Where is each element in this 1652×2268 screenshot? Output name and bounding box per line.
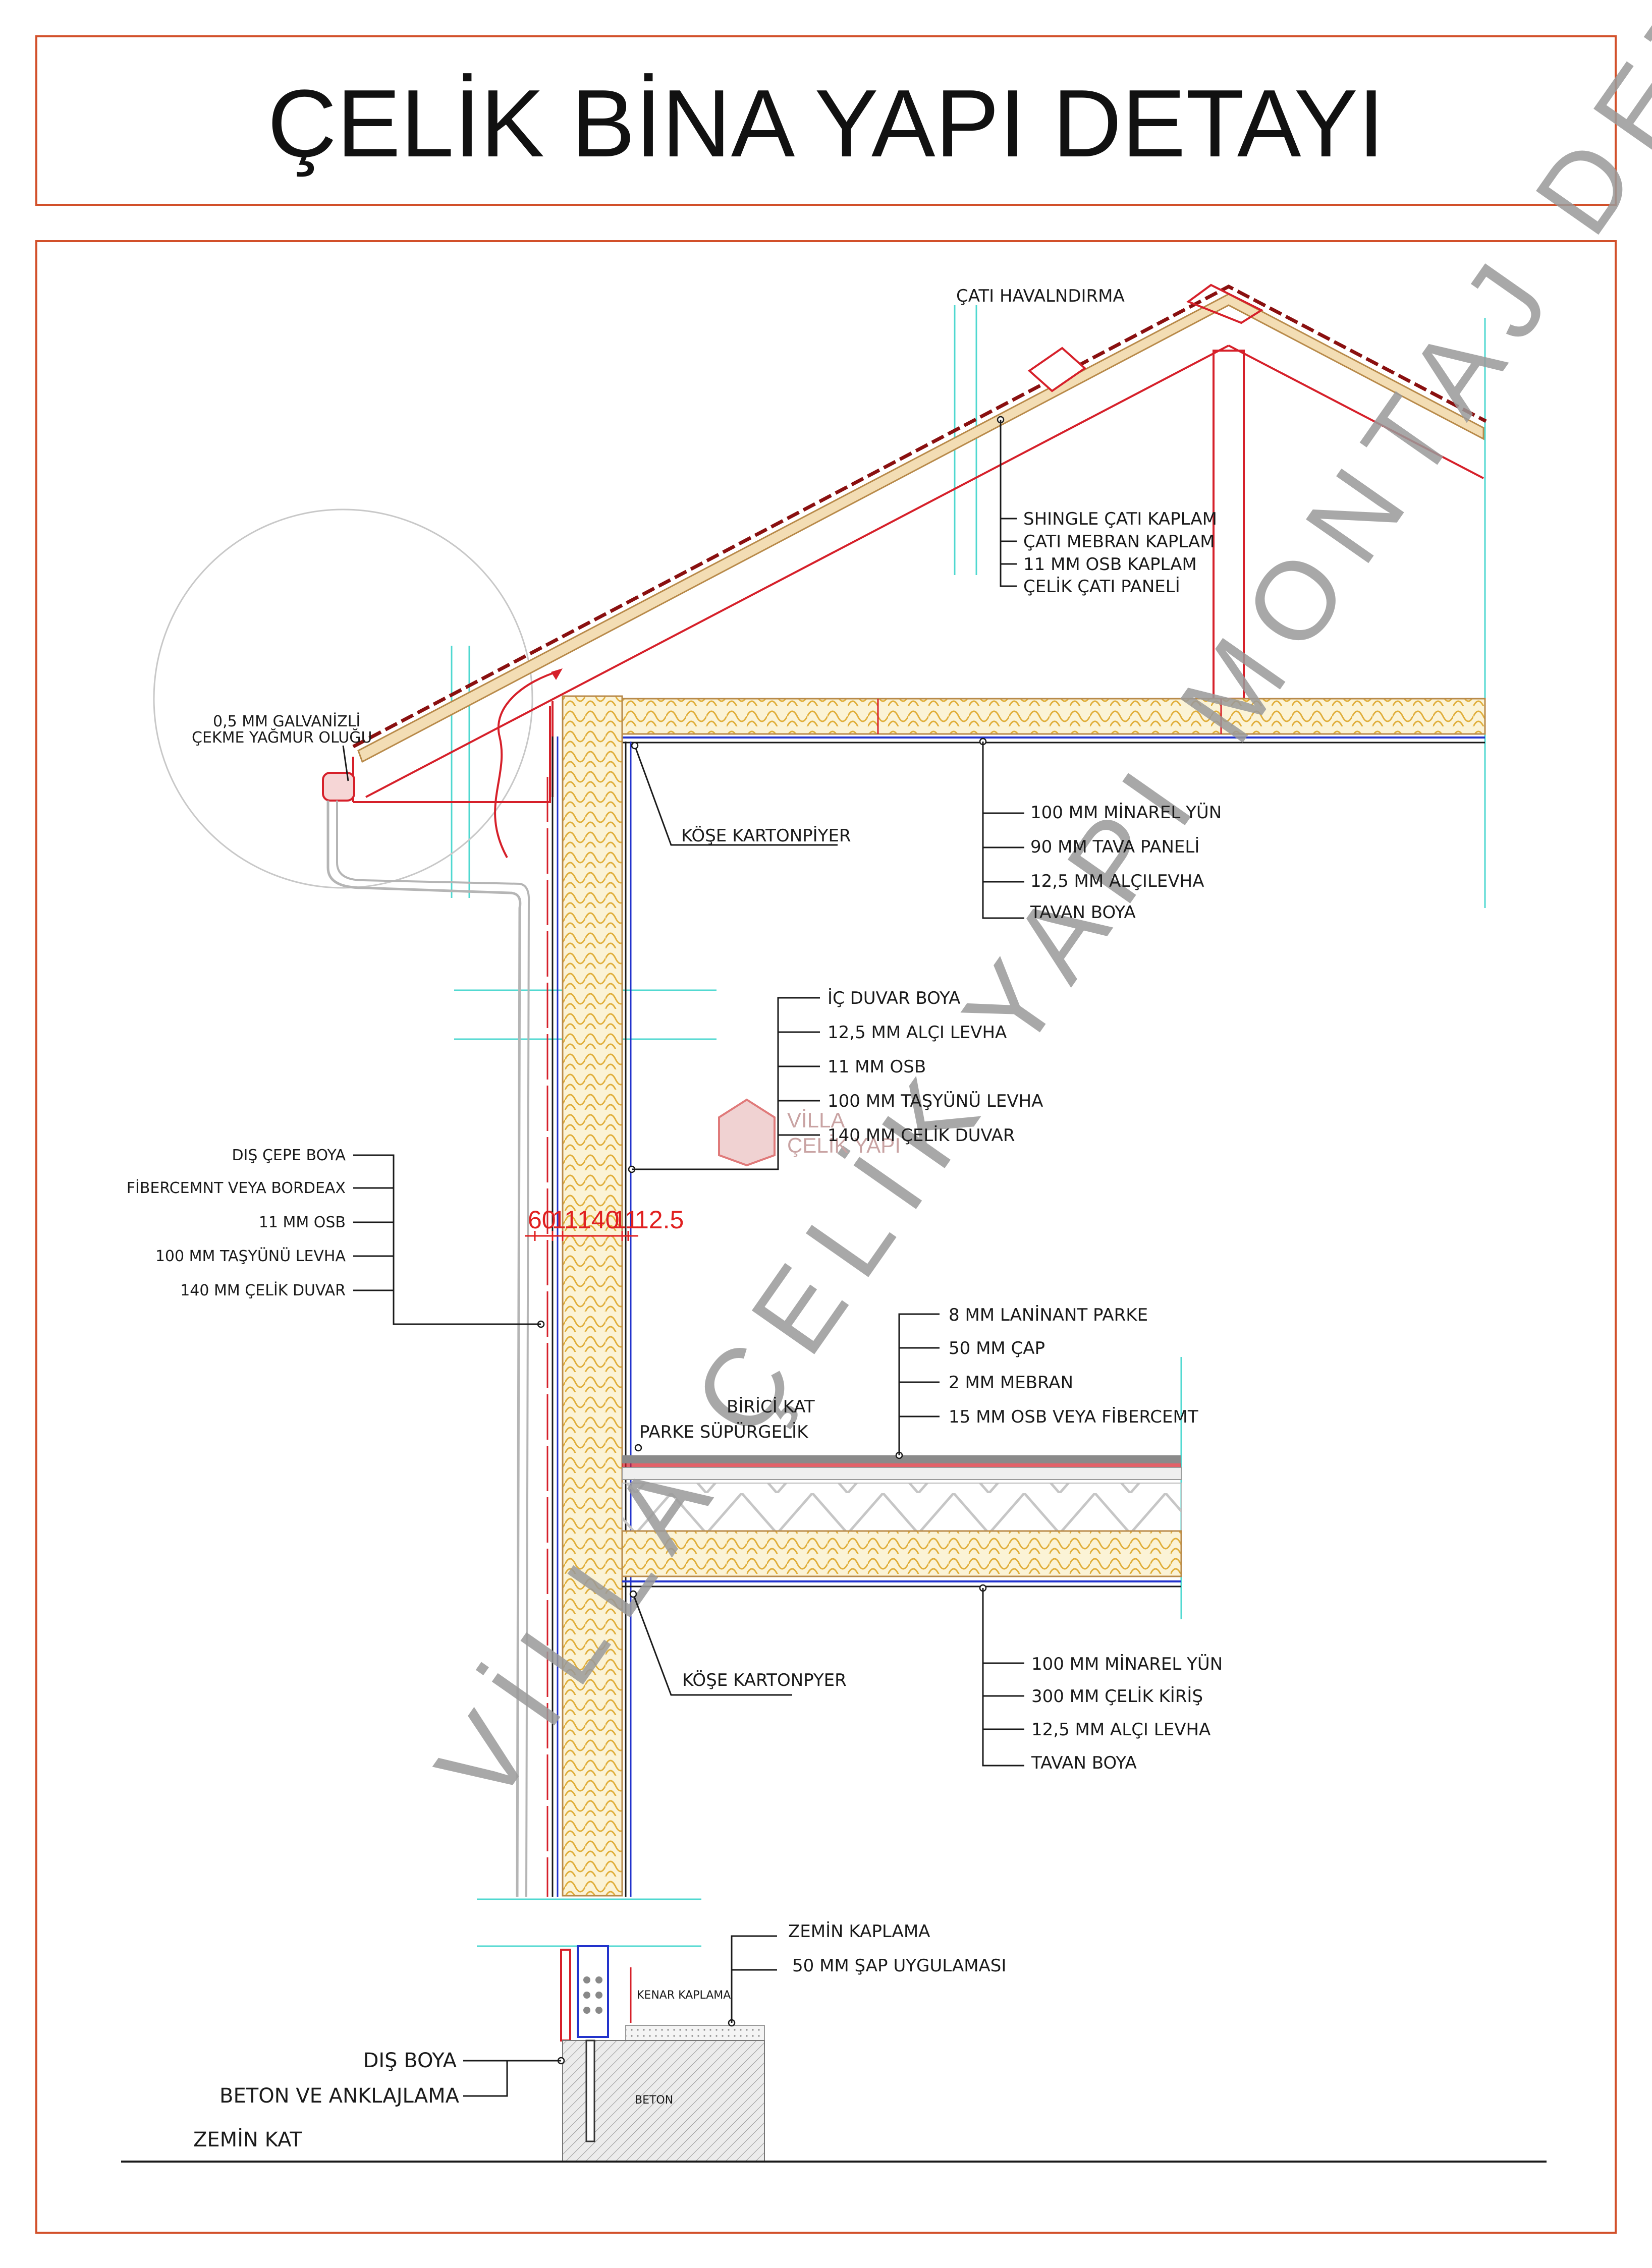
ext-paint-leader bbox=[463, 2057, 565, 2097]
roof-layer-4: ÇELİK ÇATI PANELİ bbox=[1023, 577, 1180, 597]
floor-leader bbox=[895, 1313, 940, 1459]
ceiling-top-leader bbox=[979, 738, 1024, 919]
ceiling-top-layer-3: 12,5 MM ALÇILEVHA bbox=[1030, 871, 1204, 891]
ventilation-arrow bbox=[494, 670, 561, 858]
ceiling-mid-layer-3: 12,5 MM ALÇI LEVHA bbox=[1031, 1720, 1210, 1740]
ceiling-top-corner-label: KÖŞE KARTONPİYER bbox=[681, 825, 851, 846]
gutter-leader bbox=[342, 745, 349, 781]
floor-layer-3: 2 MM MEBRAN bbox=[949, 1373, 1073, 1393]
ceiling-top-layer-1: 100 MM MİNAREL YÜN bbox=[1030, 802, 1222, 823]
foundation-layer-2: 50 MM ŞAP UYGULAMASI bbox=[792, 1956, 1006, 1976]
roof-layer-2: ÇATI MEBRAN KAPLAM bbox=[1023, 532, 1215, 552]
ceiling-top-layer-4: TAVAN BOYA bbox=[1030, 902, 1136, 923]
ceiling-mid-layer-1: 100 MM MİNAREL YÜN bbox=[1031, 1654, 1223, 1674]
title-frame bbox=[35, 35, 1617, 206]
ext-paint-label: DIŞ BOYA bbox=[363, 2049, 457, 2072]
ceiling-top-layer-2: 90 MM TAVA PANELİ bbox=[1030, 837, 1199, 857]
inner-wall-leader bbox=[628, 997, 820, 1173]
foundation-leader bbox=[728, 1935, 777, 2027]
outer-wall-layer-1: DIŞ ÇEPE BOYA bbox=[232, 1147, 346, 1164]
outer-wall-layer-2: FİBERCEMNT VEYA BORDEAX bbox=[127, 1179, 346, 1197]
gutter bbox=[322, 772, 530, 1897]
outer-wall-layer-3: 11 MM OSB bbox=[259, 1214, 346, 1231]
outer-wall-layer-5: 140 MM ÇELİK DUVAR bbox=[180, 1281, 346, 1299]
floor-slab bbox=[621, 1455, 1182, 1587]
foundation-layer-1: ZEMİN KAPLAMA bbox=[788, 1921, 930, 1942]
inner-wall-layer-1: İÇ DUVAR BOYA bbox=[828, 988, 960, 1008]
inner-wall-layer-4: 100 MM TAŞYÜNÜ LEVHA bbox=[828, 1091, 1043, 1111]
ventilation-arrowhead bbox=[551, 668, 563, 680]
roof-assembly bbox=[352, 284, 1487, 803]
ceiling-top-corner-leader bbox=[634, 745, 838, 846]
roof-layer-3: 11 MM OSB KAPLAM bbox=[1023, 554, 1197, 575]
company-logo: VİLLA ÇELİK YAPI bbox=[718, 1098, 901, 1167]
foundation bbox=[560, 1945, 765, 2162]
dim-60: 60 bbox=[528, 1206, 556, 1234]
edge-cladding-label: KENAR KAPLAMA bbox=[637, 1989, 731, 2002]
concrete-label: BETON bbox=[635, 2094, 673, 2107]
dim-11-left: 11 bbox=[552, 1206, 578, 1234]
ceiling-mid-corner-leader bbox=[632, 1594, 792, 1696]
inner-wall-layer-2: 12,5 MM ALÇI LEVHA bbox=[828, 1023, 1007, 1043]
inner-wall-layer-5: 140 MM ÇELİK DUVAR bbox=[828, 1125, 1015, 1146]
logo-line2: ÇELİK YAPI bbox=[787, 1133, 901, 1157]
wall-dimensions bbox=[525, 1231, 638, 1241]
logo-emblem-icon bbox=[718, 1098, 776, 1167]
detail-circle bbox=[153, 508, 533, 889]
ceiling-mid-layer-4: TAVAN BOYA bbox=[1031, 1753, 1137, 1773]
floor-skirting-label: PARKE SÜPÜRGELİK bbox=[639, 1422, 809, 1442]
logo-line1: VİLLA bbox=[787, 1108, 845, 1132]
drawing-frame bbox=[35, 240, 1617, 2234]
roof-leader bbox=[997, 416, 1017, 587]
outer-wall-layer-4: 100 MM TAŞYÜNÜ LEVHA bbox=[155, 1247, 346, 1265]
gutter-label-line1: 0,5 MM GALVANİZLİ bbox=[213, 712, 360, 730]
floor-level-label: BİRİCİ KAT bbox=[727, 1397, 815, 1417]
ceiling-mid-layer-2: 300 MM ÇELİK KİRİŞ bbox=[1031, 1686, 1203, 1707]
ceiling-top-slab bbox=[617, 698, 1486, 744]
wall-section bbox=[546, 695, 632, 1897]
ground-floor-label: ZEMİN KAT bbox=[193, 2127, 302, 2151]
anchor-label: BETON VE ANKLAJLAMA bbox=[219, 2084, 460, 2108]
floor-layer-2: 50 MM ÇAP bbox=[949, 1338, 1045, 1358]
floor-layer-1: 8 MM LANİNANT PARKE bbox=[949, 1305, 1148, 1325]
ceiling-mid-leader bbox=[979, 1584, 1024, 1767]
roof-layer-1: SHINGLE ÇATI KAPLAM bbox=[1023, 509, 1217, 529]
page-title: ÇELİK BİNA YAPI DETAYI bbox=[267, 70, 1385, 177]
dim-12-5: 12.5 bbox=[635, 1206, 684, 1234]
dim-140: 140 bbox=[577, 1206, 619, 1234]
inner-wall-layer-3: 11 MM OSB bbox=[828, 1057, 926, 1077]
outer-wall-leader bbox=[353, 1154, 545, 1328]
gutter-label-line2: ÇEKME YAĞMUR OLUĞU bbox=[192, 728, 372, 747]
ceiling-mid-corner-label: KÖŞE KARTONPYER bbox=[682, 1670, 847, 1690]
roof-vent-label: ÇATI HAVALNDIRMA bbox=[956, 286, 1125, 306]
floor-layer-4: 15 MM OSB VEYA FİBERCEMT bbox=[949, 1407, 1198, 1427]
dim-11-right: 11 bbox=[613, 1206, 639, 1234]
